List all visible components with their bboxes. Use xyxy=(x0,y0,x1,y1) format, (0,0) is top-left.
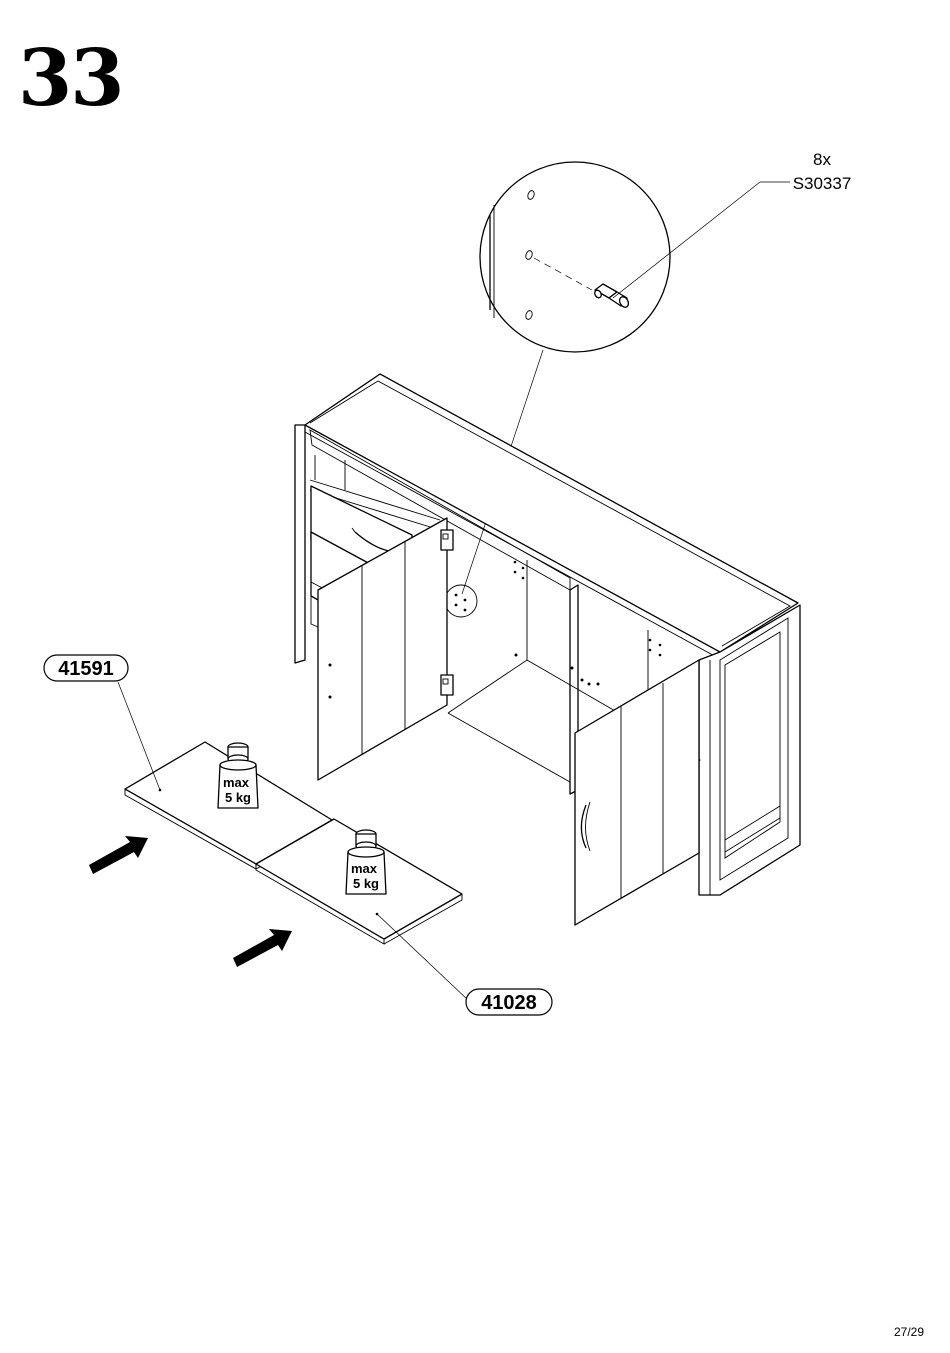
part-id: 41591 xyxy=(58,658,114,680)
weight-icon: max 5 kg xyxy=(218,743,258,808)
weight-line2: 5 kg xyxy=(225,790,251,805)
hardware-quantity: 8x xyxy=(813,150,831,169)
part-id: 41028 xyxy=(481,992,537,1014)
arrow-icon xyxy=(233,929,292,967)
page-number: 27/29 xyxy=(894,1325,924,1339)
part-label-41028: 41028 xyxy=(466,989,552,1015)
hardware-code: S30337 xyxy=(793,174,852,193)
weight-line2: 5 kg xyxy=(353,876,379,891)
right-door xyxy=(575,660,699,925)
shelf-support-pin-icon xyxy=(593,284,630,309)
weight-line1: max xyxy=(223,775,250,790)
weight-line1: max xyxy=(351,861,378,876)
arrow-icon xyxy=(89,836,148,874)
part-label-41591: 41591 xyxy=(44,655,128,681)
